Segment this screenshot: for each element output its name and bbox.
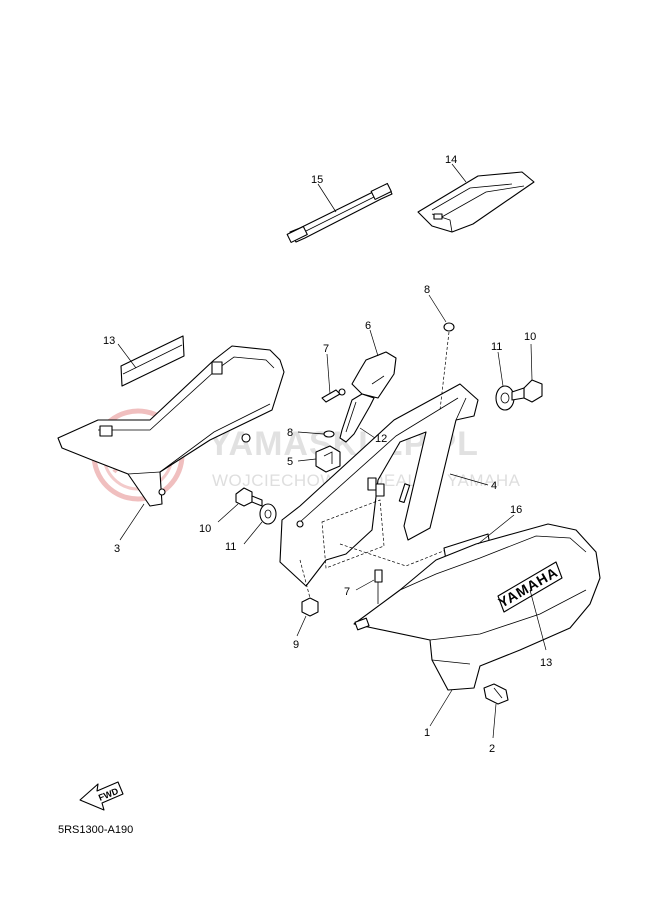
callout-10: 10 bbox=[524, 331, 536, 343]
callouts: 15 14 8 13 6 7 11 10 8 5 12 4 3 10 11 16… bbox=[103, 154, 552, 755]
callout-11-left: 11 bbox=[225, 541, 236, 553]
part-12-band bbox=[339, 393, 375, 443]
callout-2: 2 bbox=[489, 743, 495, 755]
callout-5: 5 bbox=[287, 456, 293, 468]
part-4-frame bbox=[279, 383, 479, 587]
callout-15: 15 bbox=[311, 174, 323, 186]
leader-lines bbox=[117, 163, 547, 739]
part-8-washer-upper bbox=[439, 322, 455, 411]
callout-4: 4 bbox=[491, 480, 497, 492]
part-10-bolt-left bbox=[235, 487, 263, 507]
fwd-arrow-icon: FWD bbox=[79, 781, 124, 811]
callout-7: 7 bbox=[323, 343, 329, 355]
part-5-clip bbox=[315, 445, 341, 473]
part-15-strap bbox=[286, 182, 393, 243]
callout-7-lower: 7 bbox=[344, 586, 350, 598]
part-1-right-cover: YAMAHA bbox=[353, 523, 601, 691]
callout-16: 16 bbox=[510, 504, 522, 516]
callout-3: 3 bbox=[114, 543, 120, 555]
callout-13: 13 bbox=[103, 335, 115, 347]
part-13-decal-upper bbox=[120, 335, 185, 387]
callout-14: 14 bbox=[445, 154, 457, 166]
callout-9: 9 bbox=[293, 639, 299, 651]
part-3-left-cover bbox=[57, 345, 285, 507]
part-2-screw bbox=[483, 683, 509, 705]
part-9-damper bbox=[299, 559, 319, 617]
part-10-bolt-right bbox=[511, 379, 543, 403]
callout-12: 12 bbox=[375, 433, 387, 445]
callout-11: 11 bbox=[491, 341, 502, 353]
diagram-code: 5RS1300-A190 bbox=[58, 824, 133, 836]
callout-6: 6 bbox=[365, 320, 371, 332]
part-8-washer-mid bbox=[323, 430, 335, 438]
part-11-grommet-right bbox=[495, 385, 515, 411]
callout-8-mid: 8 bbox=[287, 427, 293, 439]
part-11-grommet-left bbox=[259, 503, 277, 525]
callout-10-left: 10 bbox=[199, 523, 211, 535]
callout-1: 1 bbox=[424, 727, 430, 739]
callout-8: 8 bbox=[424, 284, 430, 296]
part-14-pad bbox=[417, 171, 535, 233]
part-6-bracket bbox=[351, 351, 397, 399]
callout-13-lower: 13 bbox=[540, 657, 552, 669]
part-7-rivet-upper bbox=[321, 388, 346, 403]
part-7-rivet-lower bbox=[374, 569, 383, 604]
